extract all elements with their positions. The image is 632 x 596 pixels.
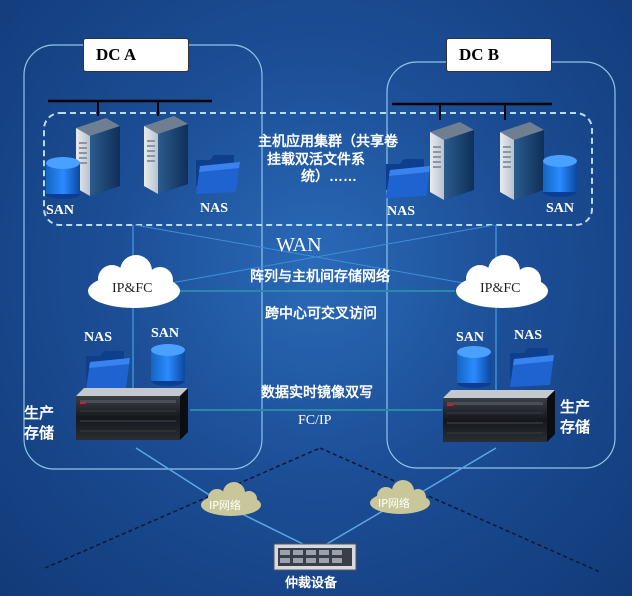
ip-network-right-label: IP网络 [378, 497, 410, 510]
production-label-b-line2: 存储 [560, 419, 591, 436]
array-host-network-label: 阵列与主机间存储网络 [250, 268, 390, 284]
host-server-icon [430, 122, 474, 200]
san-label: SAN [151, 326, 180, 341]
cross-dc-access-label: 跨中心可交叉访问 [265, 305, 377, 321]
nas-folder-icon [510, 348, 554, 387]
cluster-text-line1: 主机应用集群（共享卷 [258, 133, 398, 149]
san-disk-icon [151, 344, 185, 386]
fcip-label: FC/IP [298, 413, 332, 428]
ipfc-left-label: IP&FC [112, 281, 153, 296]
ipfc-cloud-right [456, 255, 548, 308]
production-label-b-line1: 生产 [560, 399, 591, 416]
nas-label: NAS [514, 328, 543, 343]
cluster-boundary [43, 112, 593, 226]
cluster-text-line3: 统）…… [301, 168, 357, 184]
storage-array-icon [76, 388, 188, 440]
arbiter-edge-left [44, 447, 321, 569]
nas-label: NAS [84, 330, 113, 345]
host-server-icon [500, 122, 544, 200]
san-disk-icon [46, 157, 80, 199]
host-server-icon [144, 116, 188, 194]
san-disk-icon [543, 155, 577, 197]
ipfc-cloud-left [88, 255, 180, 308]
san-disk-icon [457, 346, 491, 388]
nas-label: NAS [387, 204, 416, 219]
nas-folder-icon [386, 159, 430, 198]
nas-folder-icon [86, 351, 130, 390]
dc-b-title: DC B [446, 38, 552, 72]
arbiter-device-icon [273, 543, 357, 571]
storage-array-icon [443, 390, 555, 442]
ip-network-cloud-left [201, 482, 261, 516]
nas-label: NAS [200, 201, 229, 216]
ipfc-right-label: IP&FC [480, 281, 521, 296]
san-label: SAN [46, 203, 75, 218]
dc-a-title: DC A [83, 38, 189, 72]
san-label: SAN [546, 201, 575, 216]
host-server-icon [76, 118, 120, 196]
arbiter-edge-right [319, 447, 601, 573]
nas-folder-icon [196, 155, 240, 194]
production-label-a-line1: 生产 [24, 405, 55, 422]
wan-label: WAN [276, 234, 322, 256]
ip-network-cloud-right [370, 480, 430, 514]
cluster-text-line2: 挂载双活文件系 [267, 151, 365, 167]
ip-network-left-label: IP网络 [209, 499, 241, 512]
mirror-write-label: 数据实时镜像双写 [261, 384, 373, 400]
san-label: SAN [456, 330, 485, 345]
arbiter-label: 仲裁设备 [285, 575, 338, 590]
production-label-a-line2: 存储 [24, 425, 55, 442]
